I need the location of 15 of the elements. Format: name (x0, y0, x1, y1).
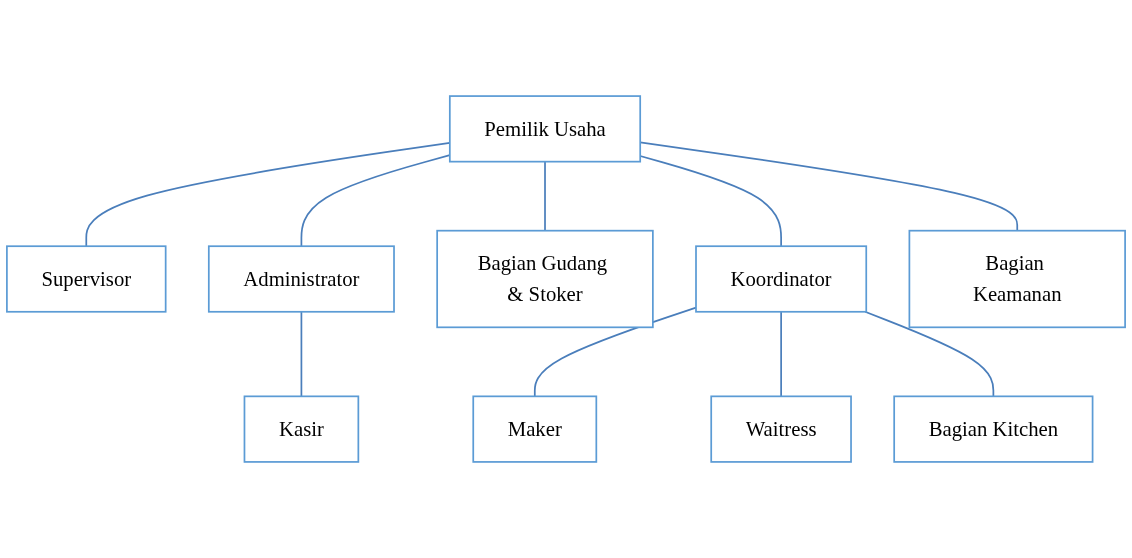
connector (780, 310, 782, 398)
node-box: Kasir (243, 395, 360, 463)
connector (544, 160, 546, 232)
node-box: Bagian Kitchen (893, 395, 1094, 463)
node-box: Bagian Keamanan (908, 229, 1126, 329)
connector (533, 306, 697, 398)
node-box: Waitress (710, 395, 852, 463)
node-box: Bagian Gudang & Stoker (436, 229, 654, 329)
node-box: Administrator (207, 245, 395, 313)
connector (300, 310, 303, 398)
node-box: Supervisor (6, 245, 167, 313)
node-box: Maker (472, 395, 598, 463)
connector (864, 310, 995, 398)
node-box: Koordinator (695, 245, 868, 313)
node-box: Pemilik Usaha (448, 95, 642, 163)
